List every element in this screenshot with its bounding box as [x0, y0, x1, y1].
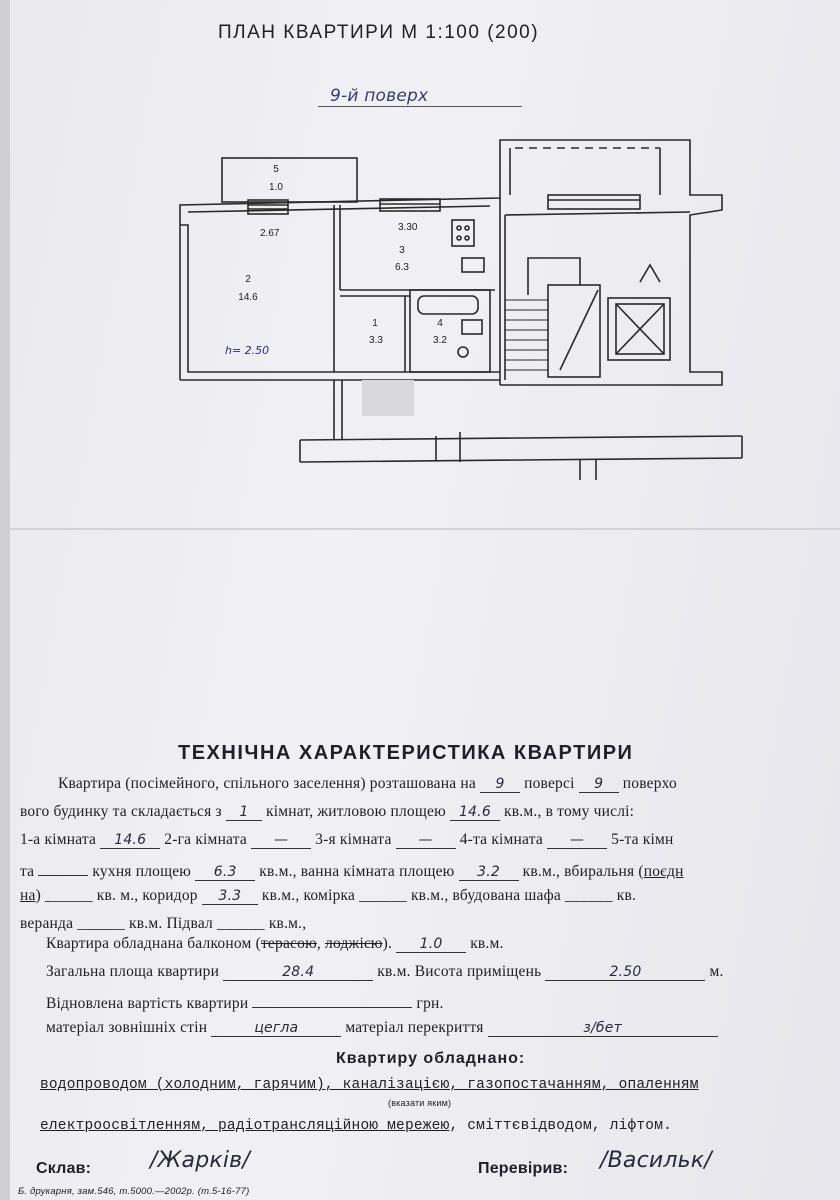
checked-label: Перевірив:	[478, 1160, 569, 1177]
height-note: h= 2.50	[225, 344, 269, 357]
room1-num: 1	[372, 318, 378, 329]
spec-title: ТЕХНІЧНА ХАРАКТЕРИСТИКА КВАРТИРИ	[178, 742, 634, 764]
room5-area: 1.0	[269, 182, 283, 193]
printer-footer: Б. друкарня, зам.546, т.5000.—2002р. (т.…	[18, 1186, 250, 1197]
equipped-note: (вказати яким)	[388, 1098, 452, 1108]
equipped-title: Квартиру обладнано:	[336, 1050, 526, 1067]
balcony-outline	[221, 157, 358, 203]
room1-value: 14.6	[100, 832, 161, 849]
living-area-value: 14.6	[449, 804, 500, 821]
balcony-value: 1.0	[396, 936, 467, 953]
room3-area: 6.3	[395, 262, 409, 273]
equipped-line-2: електроосвітленням, радіотрансляційною м…	[40, 1118, 673, 1134]
equipped-line-1: водопроводом (холодним, гарячим), каналі…	[40, 1077, 699, 1093]
spec-line-1: Квартира (посімейного, спільного заселен…	[58, 775, 677, 793]
floors-total-value: 9	[578, 776, 619, 793]
made-label: Склав:	[36, 1160, 92, 1177]
made-signature: /Жарків/	[150, 1148, 250, 1173]
total-area-value: 28.4	[223, 964, 374, 981]
room2-num: 2	[245, 274, 251, 285]
paper-fold	[10, 528, 840, 530]
walls-value: цегла	[211, 1020, 342, 1037]
room1-area: 3.3	[369, 335, 383, 346]
bath-value: 3.2	[458, 864, 519, 881]
room4-num: 4	[437, 318, 443, 329]
ceiling-value: з/бет	[487, 1020, 718, 1037]
room2-area: 14.6	[238, 292, 258, 303]
height-value: 2.50	[545, 964, 706, 981]
kitchen-value: 6.3	[195, 864, 256, 881]
spec-line-2: вого будинку та складається з 1 кімнат, …	[20, 803, 635, 821]
floor-label: 9-й поверх	[330, 86, 429, 106]
spec-line-6: веранда ______ кв.м. Підвал ______ кв.м.…	[20, 915, 307, 932]
dim-2-67: 2.67	[260, 228, 280, 239]
dim-3-30: 3.30	[398, 222, 418, 233]
room4-area: 3.2	[433, 335, 447, 346]
spec-line-7: Квартира обладнана балконом (терасою, ло…	[46, 935, 504, 953]
floor-value: 9	[480, 776, 521, 793]
room4-value: —	[547, 832, 608, 849]
plan-title: ПЛАН КВАРТИРИ М 1:100 (200)	[218, 22, 540, 43]
spec-line-4: та кухня площею 6.3 кв.м., ванна кімната…	[20, 859, 684, 881]
spec-line-3: 1-а кімната 14.6 2-га кімната — 3-я кімн…	[20, 831, 674, 849]
rooms-count-value: 1	[225, 804, 262, 821]
room3-num: 3	[399, 245, 405, 256]
corridor-value: 3.3	[201, 888, 258, 905]
floor-plan: 5 1.0 2.67 3.30 2 14.6 3 6.3 1 3.3 4 3.2…	[179, 139, 743, 480]
spec-line-9: Відновлена вартість квартири грн.	[46, 991, 444, 1013]
redacted-block	[362, 380, 414, 416]
spec-line-8: Загальна площа квартири 28.4 кв.м. Висот…	[46, 963, 724, 981]
room5-num: 5	[273, 164, 279, 175]
room3-value: —	[395, 832, 456, 849]
room2-value: —	[251, 832, 312, 849]
spec-line-10: матеріал зовнішніх стін цегла матеріал п…	[46, 1019, 718, 1037]
spec-line-5: на) ______ кв. м., коридор 3.3 кв.м., ко…	[20, 887, 637, 905]
floor-underline	[318, 106, 522, 107]
checked-signature: /Васильк/	[600, 1148, 712, 1173]
